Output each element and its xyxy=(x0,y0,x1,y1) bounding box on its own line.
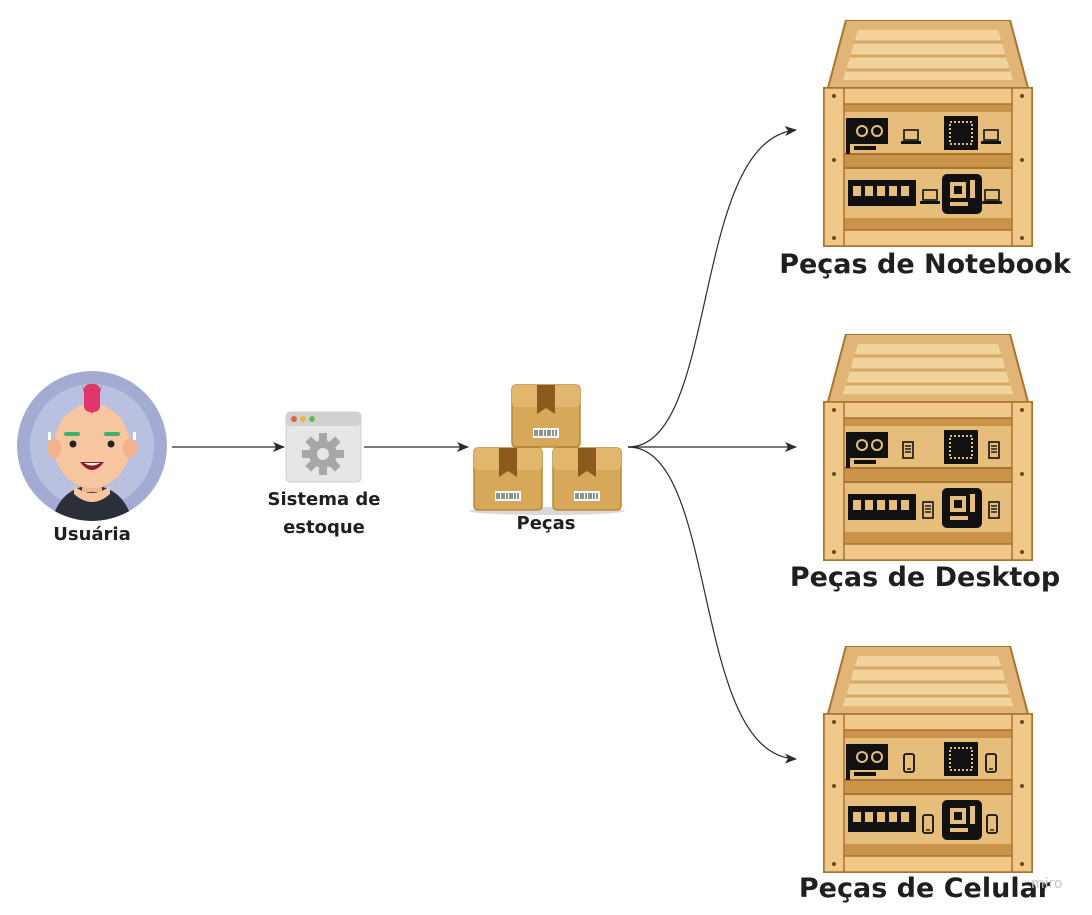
desktop-label: Peças de Desktop xyxy=(789,562,1061,593)
cardboard-boxes-icon xyxy=(469,384,625,515)
phone-crate-icon xyxy=(822,646,1034,874)
system-label-line1: Sistema de xyxy=(267,489,381,510)
system-label-line2: estoque xyxy=(283,517,365,538)
phone-label: Peças de Celular xyxy=(798,873,1052,904)
edge-parts-notebook xyxy=(627,126,797,448)
edge-parts-phone xyxy=(627,446,797,764)
notebook-crate-icon xyxy=(822,20,1034,248)
miro-watermark: miro xyxy=(1031,876,1063,892)
system-label: Sistema de estoque xyxy=(264,486,384,542)
gear-window-icon xyxy=(285,411,362,483)
user-label: Usuária xyxy=(53,524,131,545)
desktop-crate-icon xyxy=(822,334,1034,562)
user-avatar-icon xyxy=(17,371,167,521)
parts-label: Peças xyxy=(516,513,576,534)
notebook-label: Peças de Notebook xyxy=(779,249,1071,280)
